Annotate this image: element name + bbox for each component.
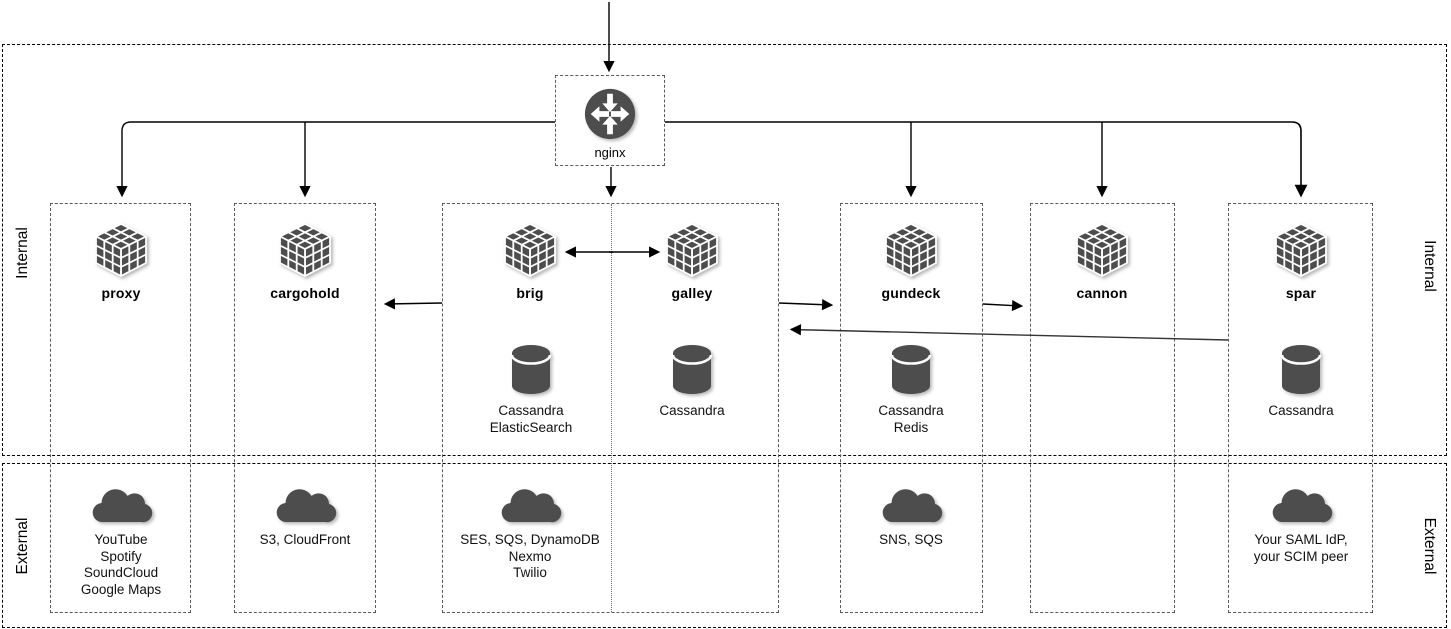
datastore-label: Cassandra — [659, 403, 725, 418]
external-label: Twilio — [513, 565, 547, 580]
datastore-node-spar: Cassandra — [1226, 343, 1376, 420]
external-node-brig: SES, SQS, DynamoDB Nexmo Twilio — [445, 484, 615, 582]
external-label: Google Maps — [80, 581, 162, 597]
datastore-label: Redis — [893, 419, 929, 435]
cloud-icon — [498, 484, 562, 526]
cloud-icon — [89, 484, 153, 526]
external-node-spar: Your SAML IdP, your SCIM peer — [1216, 484, 1386, 565]
service-node-gundeck: gundeck — [841, 223, 981, 301]
datastore-node-gundeck: Cassandra Redis — [836, 343, 986, 436]
service-label: spar — [1285, 285, 1317, 301]
cube-icon — [884, 223, 938, 277]
cube-icon — [665, 223, 719, 277]
datastore-label: Cassandra — [498, 403, 564, 418]
external-label: YouTube — [94, 532, 148, 547]
cube-icon — [94, 223, 148, 277]
zone-label-internal-left: Internal — [14, 227, 31, 279]
internal-zone — [2, 44, 1447, 456]
column-cargohold — [234, 203, 376, 613]
cube-icon — [503, 223, 557, 277]
column-proxy — [50, 203, 191, 613]
brig-galley-divider — [611, 204, 612, 612]
external-label: Spotify — [100, 548, 142, 564]
datastore-node-galley: Cassandra — [617, 343, 767, 420]
external-node-gundeck: SNS, SQS — [826, 484, 996, 549]
external-node-cargohold: S3, CloudFront — [220, 484, 390, 549]
external-label: Your SAML IdP, — [1254, 532, 1348, 547]
database-icon — [508, 343, 554, 395]
external-label: S3, CloudFront — [259, 532, 351, 547]
zone-label-internal-right: Internal — [1421, 240, 1438, 292]
cloud-icon — [273, 484, 337, 526]
service-label: galley — [671, 285, 713, 301]
zone-label-external-right: External — [1421, 517, 1438, 575]
column-gundeck — [840, 203, 983, 613]
database-icon — [1278, 343, 1324, 395]
datastore-label: ElasticSearch — [489, 419, 573, 435]
cube-icon — [1274, 223, 1328, 277]
nginx-node: nginx — [555, 75, 665, 166]
service-node-brig: brig — [460, 223, 600, 301]
service-node-proxy: proxy — [51, 223, 191, 301]
external-node-proxy: YouTube Spotify SoundCloud Google Maps — [36, 484, 206, 598]
column-cannon — [1030, 203, 1175, 613]
zone-label-external-left: External — [14, 517, 31, 575]
datastore-node-brig: Cassandra ElasticSearch — [456, 343, 606, 436]
cloud-icon — [1269, 484, 1333, 526]
service-node-cannon: cannon — [1032, 223, 1172, 301]
router-icon — [583, 87, 637, 141]
column-brig-galley — [442, 203, 779, 613]
database-icon — [669, 343, 715, 395]
cloud-icon — [879, 484, 943, 526]
service-node-spar: spar — [1231, 223, 1371, 301]
cube-icon — [1075, 223, 1129, 277]
datastore-label: Cassandra — [878, 403, 944, 418]
datastore-label: Cassandra — [1268, 403, 1334, 418]
service-node-galley: galley — [622, 223, 762, 301]
external-label: your SCIM peer — [1253, 548, 1349, 564]
service-label: proxy — [101, 285, 141, 301]
column-spar — [1228, 203, 1373, 613]
external-label: Nexmo — [508, 548, 552, 564]
external-label: SoundCloud — [83, 565, 159, 580]
cube-icon — [278, 223, 332, 277]
external-label: SES, SQS, DynamoDB — [460, 532, 600, 547]
service-node-cargohold: cargohold — [235, 223, 375, 301]
external-label: SNS, SQS — [879, 532, 943, 547]
nginx-label: nginx — [594, 145, 626, 160]
service-label: cannon — [1076, 285, 1128, 301]
service-label: brig — [516, 285, 544, 301]
service-label: cargohold — [270, 285, 340, 301]
external-zone — [2, 463, 1447, 628]
service-label: gundeck — [881, 285, 941, 301]
database-icon — [888, 343, 934, 395]
